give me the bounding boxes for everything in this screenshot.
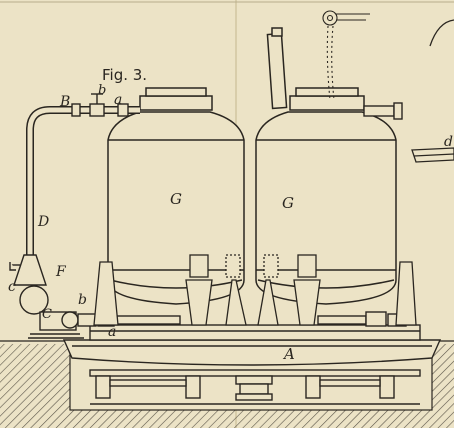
label-C: C <box>42 307 52 322</box>
label-B: B <box>59 94 70 110</box>
upper-pipe-left <box>26 93 140 255</box>
base-frame <box>62 339 442 405</box>
label-G-right: G <box>282 194 294 212</box>
label-a-upper: a <box>114 92 122 108</box>
label-G-left: G <box>170 190 182 208</box>
label-A: A <box>282 345 295 363</box>
label-a-lower: a <box>108 324 116 340</box>
label-D: D <box>37 214 49 230</box>
label-b-upper: b <box>98 83 106 98</box>
platform <box>89 324 421 341</box>
label-b-lower: b <box>78 292 87 308</box>
tank-supports <box>93 254 417 326</box>
figure-caption: Fig. 3. <box>102 66 147 84</box>
label-d: d <box>444 134 453 150</box>
pump-assembly <box>9 254 84 339</box>
upper-pipe-right <box>363 102 403 120</box>
label-F: F <box>55 264 67 280</box>
feed-line <box>322 10 370 101</box>
tank-left <box>107 87 245 305</box>
tank-right <box>255 27 397 305</box>
label-c: c <box>8 279 16 295</box>
side-detail <box>411 19 454 163</box>
